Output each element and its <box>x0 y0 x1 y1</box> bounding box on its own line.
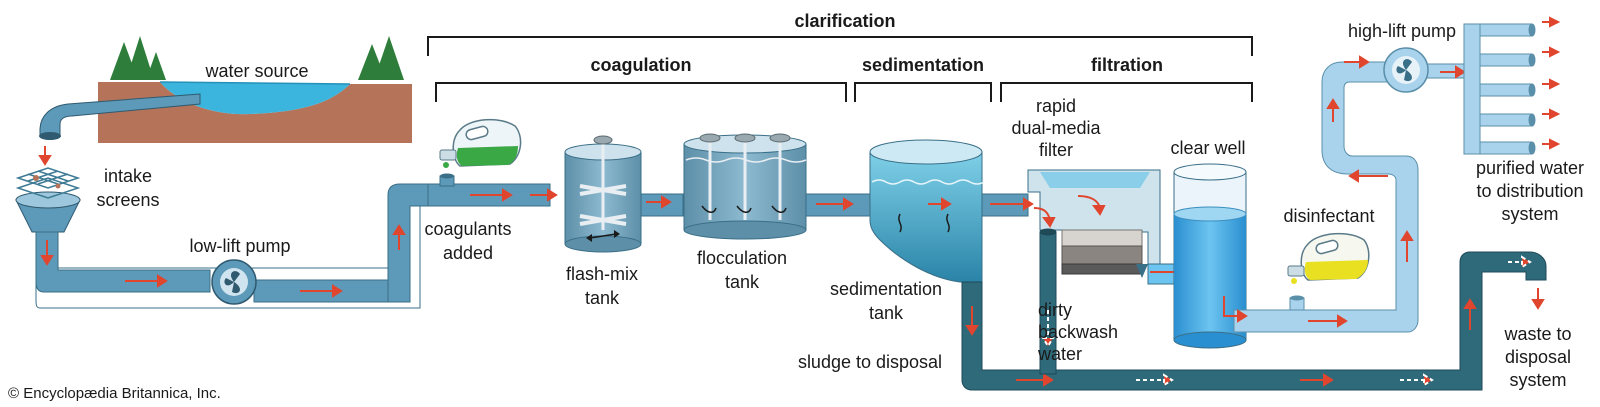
label-flocculation-2: tank <box>725 272 760 292</box>
chemical-bottle-icon <box>439 118 522 168</box>
label-sludge: sludge to disposal <box>798 352 942 372</box>
flow-arrow-icon <box>1531 288 1545 310</box>
disinfectant-inlet <box>1289 295 1305 311</box>
flow-arrow-icon <box>1041 310 1055 348</box>
coagulation-bracket <box>435 82 847 102</box>
flow-arrow-icon <box>816 197 854 211</box>
copyright-credit: © Encyclopædia Britannica, Inc. <box>8 385 221 402</box>
label-filter-1: rapid <box>1036 96 1076 116</box>
sludge-pipe <box>961 251 1547 391</box>
flow-arrow-icon <box>40 188 513 298</box>
label-flash-mix-2: tank <box>585 288 620 308</box>
dual-media-filter <box>1027 169 1161 279</box>
label-intake-screens-2: screens <box>96 190 159 210</box>
flash-mix-tank <box>564 135 642 253</box>
header-clarification: clarification <box>794 11 895 31</box>
label-coagulants-2: added <box>443 243 493 263</box>
water-source <box>98 36 412 143</box>
label-waste-1: waste to <box>1503 324 1571 344</box>
label-filter-3: filter <box>1039 140 1073 160</box>
label-intake-screens-1: intake <box>104 166 152 186</box>
flow-arrow-icon <box>928 197 952 211</box>
label-dirty-3: water <box>1037 344 1082 364</box>
label-waste-3: system <box>1509 370 1566 390</box>
label-flash-mix-1: flash-mix <box>566 264 638 284</box>
label-purified-1: purified water <box>1476 158 1584 178</box>
pump-icon <box>211 259 257 305</box>
flow-arrow-icon <box>965 298 1477 387</box>
flow-arrow-icon <box>1136 255 1532 387</box>
flow-arrow-icon <box>1223 55 1466 328</box>
distribution-manifold <box>1463 23 1536 155</box>
pipe-filter-to-clearwell <box>1147 263 1175 285</box>
header-sedimentation: sedimentation <box>862 55 984 75</box>
label-sedimentation-2: tank <box>869 303 904 323</box>
clarification-bracket <box>427 36 1253 56</box>
label-dirty-2: backwash <box>1038 322 1118 342</box>
label-water-source: water source <box>204 61 308 81</box>
label-coagulants-1: coagulants <box>424 219 511 239</box>
coagulant-inlet <box>439 173 455 187</box>
header-filtration: filtration <box>1091 55 1163 75</box>
filtration-bracket <box>1000 82 1253 102</box>
flow-arrow-icon <box>990 197 1034 211</box>
flow-arrow-icon <box>530 188 672 209</box>
label-waste-2: disposal <box>1505 347 1571 367</box>
flow-arrow-icon <box>1033 195 1106 228</box>
label-purified-3: system <box>1501 204 1558 224</box>
pump-icon <box>1383 47 1429 93</box>
label-purified-2: to distribution <box>1476 181 1583 201</box>
label-dirty-1: dirty <box>1038 300 1072 320</box>
tree-icon <box>358 36 404 80</box>
sedimentation-tank <box>869 139 985 283</box>
flow-arrow-icon <box>38 146 52 166</box>
label-disinfectant: disinfectant <box>1283 206 1374 226</box>
label-low-lift-pump: low-lift pump <box>189 236 290 256</box>
header-coagulation: coagulation <box>590 55 691 75</box>
intake-screens <box>15 167 81 233</box>
chemical-bottle-icon <box>1287 232 1370 284</box>
distribution-pipe <box>1233 61 1465 333</box>
label-flocculation-1: flocculation <box>697 248 787 268</box>
label-filter-2: dual-media <box>1011 118 1101 138</box>
label-high-lift-pump: high-lift pump <box>1348 21 1456 41</box>
label-clear-well: clear well <box>1170 138 1245 158</box>
label-sedimentation-1: sedimentation <box>830 279 942 299</box>
tree-icon <box>110 36 166 80</box>
flocculation-tank <box>683 133 807 240</box>
sedimentation-bracket <box>854 82 992 102</box>
flow-arrow-icon <box>1542 16 1561 150</box>
intake-pipe <box>39 93 201 140</box>
